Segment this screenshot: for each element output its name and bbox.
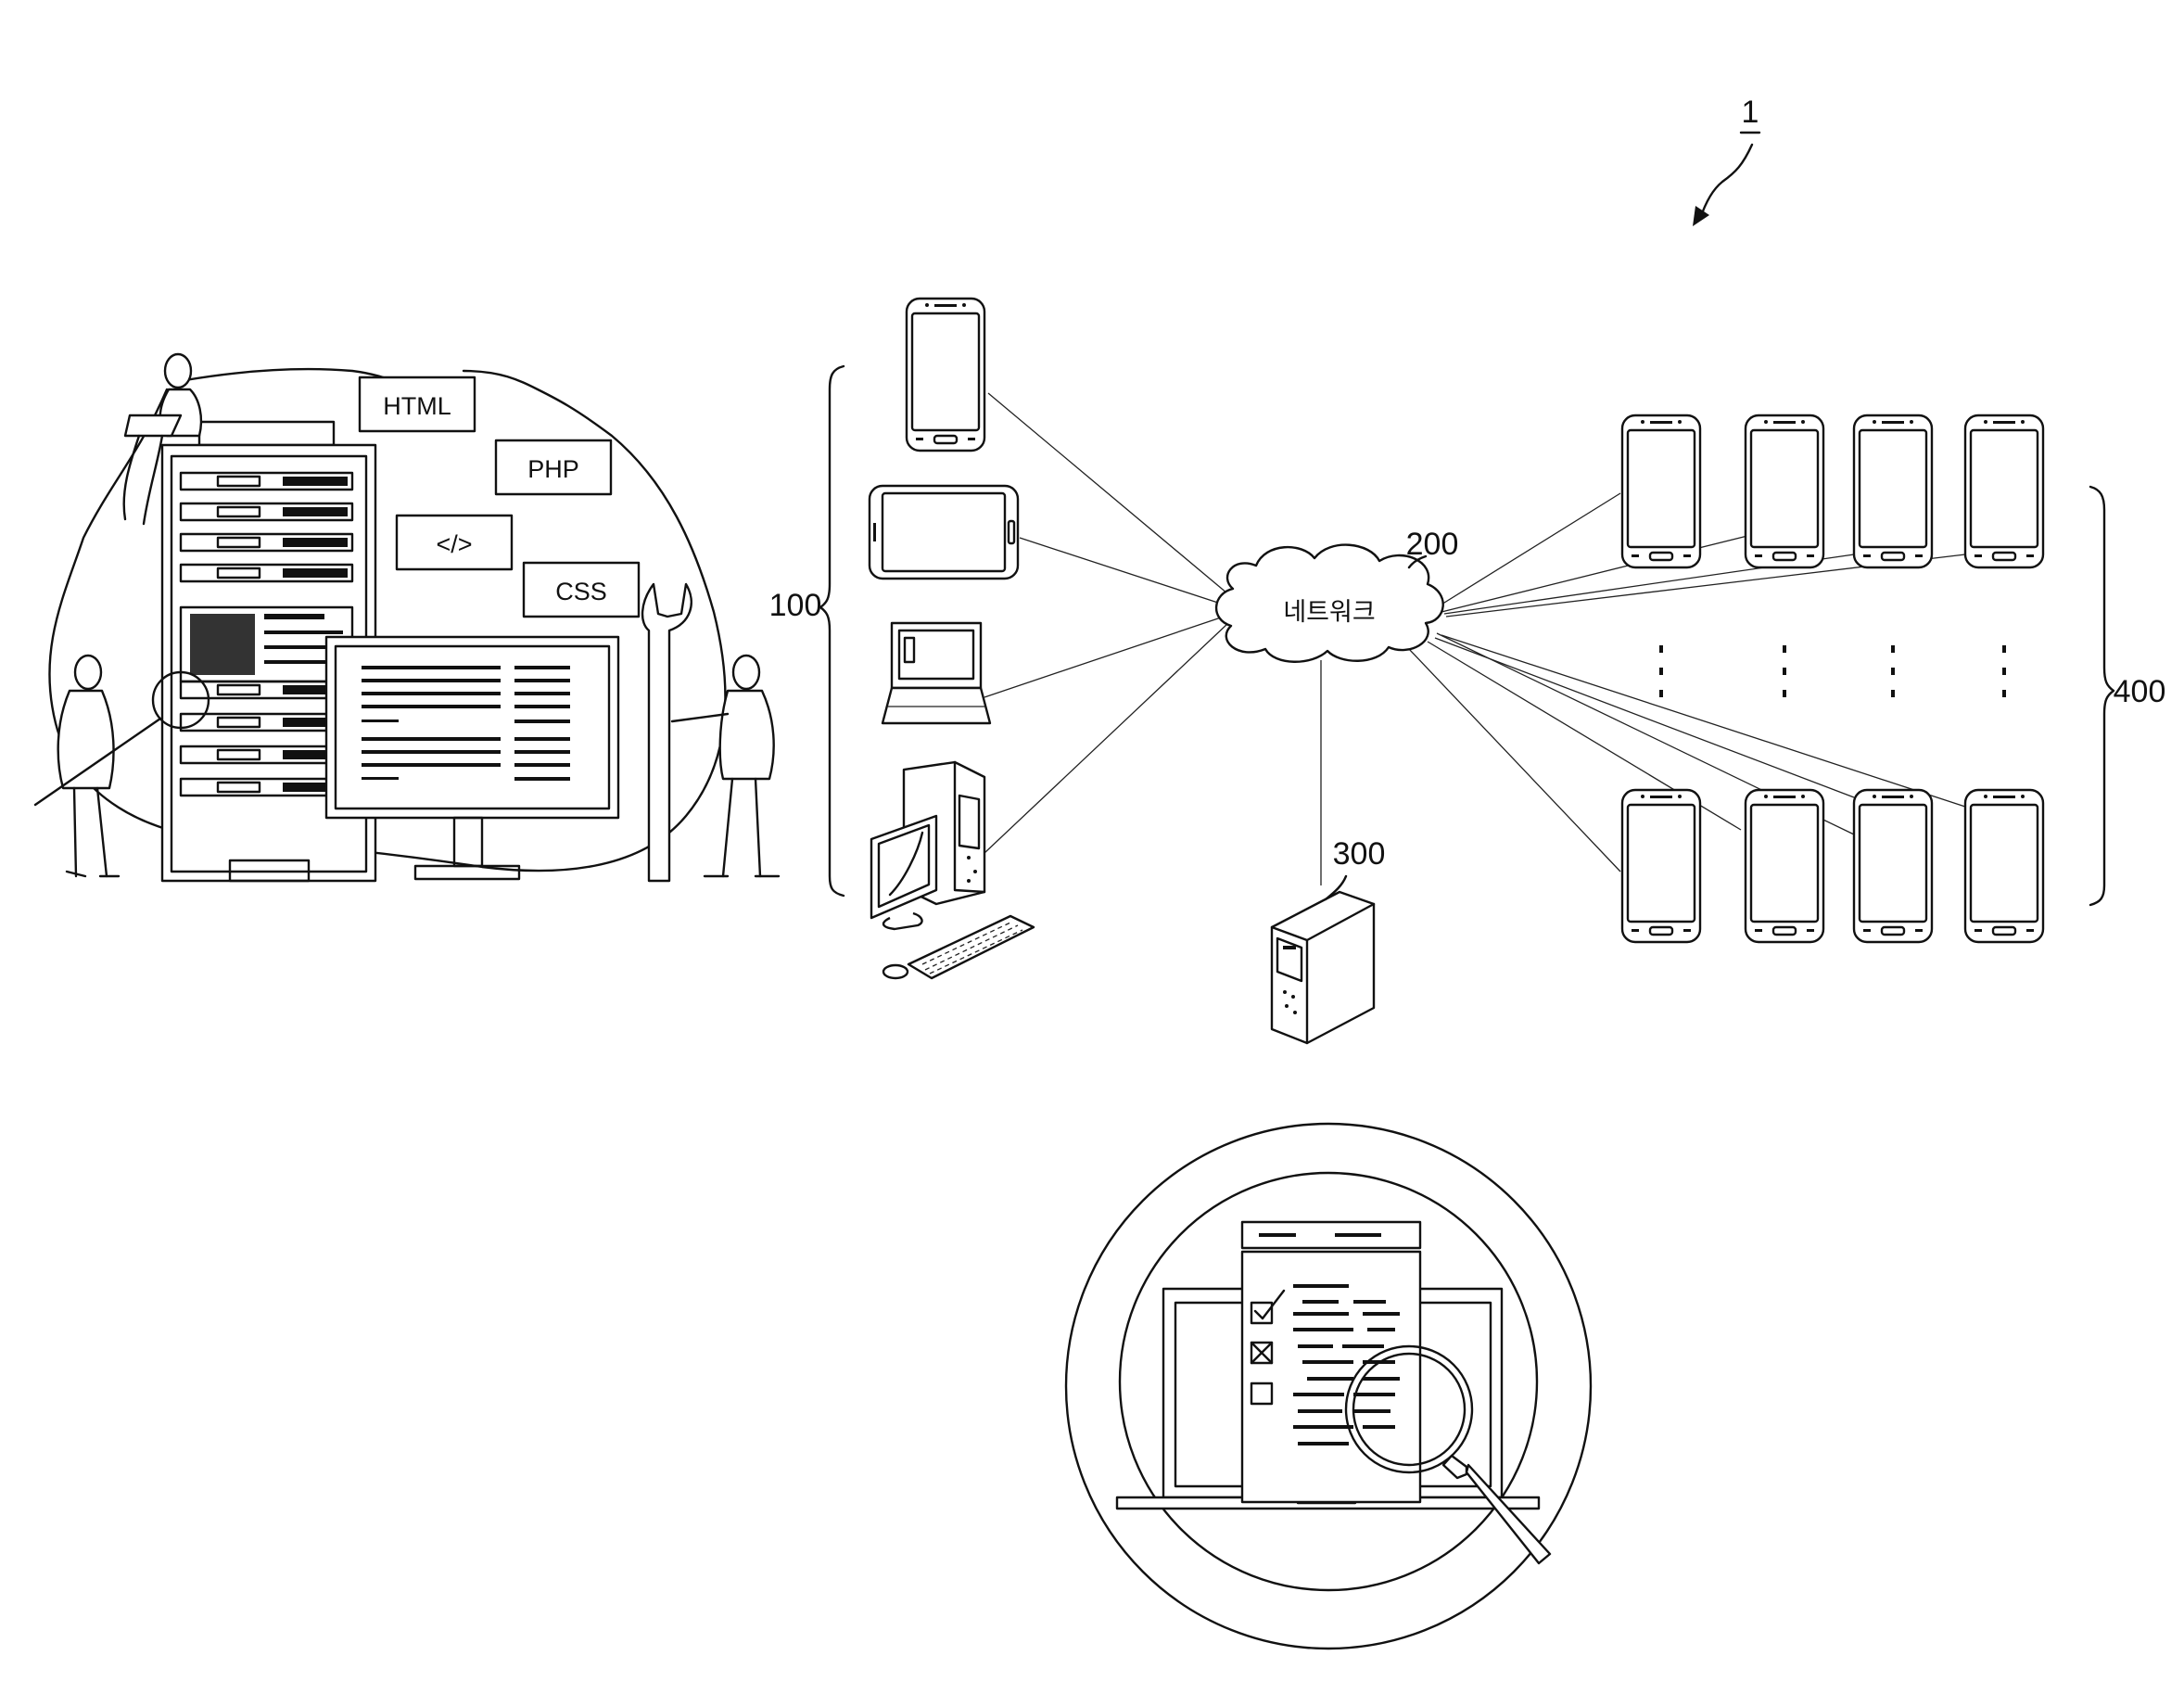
test-phone-2-4 (1963, 788, 2045, 944)
php-tag-box (494, 439, 613, 496)
rack-units (179, 471, 354, 883)
network-cloud: 네트워크 200 (1214, 527, 1459, 663)
php-tag-label: PHP (527, 455, 579, 483)
person-with-magnifier (33, 654, 210, 878)
desktop-computer-icon (870, 760, 1035, 980)
code-monitor (324, 635, 620, 881)
pointer-arrow (1698, 143, 1754, 221)
test-phone-2-1 (1620, 788, 1702, 944)
html-tag-box (358, 376, 476, 433)
html-tag-label: HTML (383, 392, 451, 420)
test-phone-2-2 (1744, 788, 1825, 944)
network-label: 네트워크 (1283, 598, 1375, 627)
tablet-icon (868, 484, 1020, 580)
server-ref-label: 300 (1333, 836, 1386, 872)
test-device-group: 400 (1620, 414, 2166, 944)
system-ref-label: 1 (1742, 95, 1759, 130)
ellipsis-dots (1659, 645, 2006, 697)
user-device-group: 100 (769, 297, 1035, 980)
code-tag-box (395, 514, 514, 571)
server-tower: 300 (1270, 836, 1386, 1045)
inspection-illustration (1064, 1122, 1593, 1650)
test-phone-1-4 (1963, 414, 2045, 569)
test-phone-2-3 (1852, 788, 1934, 944)
css-tag-box (522, 561, 641, 618)
magnifier-icon (1465, 1463, 1552, 1565)
developer-illustration: HTML PHP </> CSS (33, 352, 781, 883)
css-tag-label: CSS (555, 578, 607, 605)
bracket-right (2089, 485, 2115, 907)
wrench-icon (641, 582, 692, 883)
bracket-left (819, 364, 845, 898)
code-tag-label: </> (436, 530, 472, 558)
network-ref-label: 200 (1406, 527, 1459, 562)
laptop-icon (881, 621, 992, 725)
person-with-laptop (122, 352, 203, 526)
test-devices-ref-label: 400 (2114, 674, 2166, 709)
test-phone-1-1 (1620, 414, 1702, 569)
test-phone-1-2 (1744, 414, 1825, 569)
test-phone-1-3 (1852, 414, 1934, 569)
person-standing (670, 654, 781, 878)
smartphone-icon (905, 297, 986, 452)
user-devices-ref-label: 100 (769, 588, 822, 623)
